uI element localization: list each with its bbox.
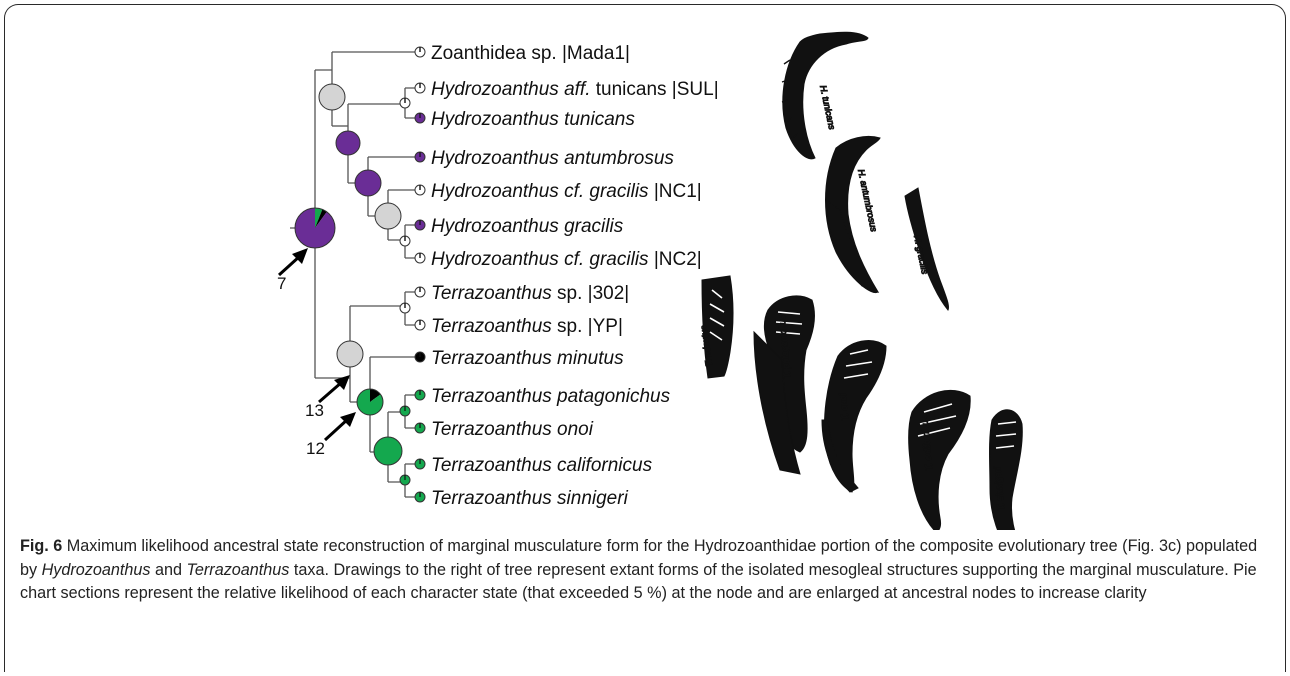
pie-slice	[405, 98, 410, 108]
pie-slice	[415, 47, 420, 57]
node-number-13: 13	[305, 401, 324, 420]
taxon-label-italic: Hydrozoanthus gracilis	[431, 216, 624, 237]
taxon-label-italic: Hydrozoanthus aff.	[431, 79, 590, 100]
taxon-label: Terrazoanthus sinnigeri	[431, 488, 629, 509]
taxon-label: Terrazoanthus patagonichus	[431, 386, 671, 407]
taxon-label-post: |NC1|	[649, 181, 702, 202]
drawing-t-onoi: T. onoi	[822, 341, 886, 492]
taxon-label: Hydrozoanthus gracilis	[431, 216, 624, 237]
taxon-label-post: sp. |Mada1|	[526, 43, 630, 64]
taxon-label: Hydrozoanthus cf. gracilis |NC1|	[431, 181, 702, 202]
drawing-t-californicus: T. californicus	[909, 390, 971, 530]
taxon-label: Terrazoanthus onoi	[431, 419, 594, 440]
pie-slice	[405, 236, 410, 246]
caption-text-2: and	[151, 561, 187, 579]
taxon-label-italic: Terrazoanthus	[431, 316, 552, 337]
taxon-label-italic: Terrazoanthus patagonichus	[431, 386, 671, 407]
pie-slice	[420, 83, 425, 93]
drawing-label-h-antumbrosus: H. antumbrosus	[856, 168, 879, 233]
pie-slice	[420, 185, 425, 195]
taxon-label-italic: Terrazoanthus	[431, 283, 552, 304]
taxon-label-post: sp. |302|	[552, 283, 629, 304]
taxon-label-italic: Terrazoanthus sinnigeri	[431, 488, 629, 509]
drawing-label-h-tunicans: H. tunicans	[818, 84, 837, 131]
pie-slice	[400, 236, 405, 246]
taxon-label-italic: Hydrozoanthus cf. gracilis	[431, 181, 649, 202]
pie-slice	[415, 287, 420, 297]
taxon-label: Hydrozoanthus aff. tunicans |SUL|	[431, 79, 719, 100]
taxon-label: Zoanthidea sp. |Mada1|	[431, 43, 630, 64]
node-number-12: 12	[306, 439, 325, 458]
taxon-labels: Zoanthidea sp. |Mada1| Hydrozoanthus aff.…	[431, 43, 719, 509]
drawing-t-sinnigeri: T. sinnigeri	[990, 410, 1024, 530]
taxon-label-italic: Hydrozoanthus antumbrosus	[431, 148, 674, 169]
drawing-t-patagonichus: T. patagonichus	[754, 296, 814, 474]
taxon-label-italic: Hydrozoanthus tunicans	[431, 109, 635, 130]
taxon-label-italic: Terrazoanthus californicus	[431, 455, 653, 476]
taxon-label: Hydrozoanthus cf. gracilis |NC2|	[431, 249, 702, 270]
pie-slice	[400, 303, 405, 313]
taxon-label: Terrazoanthus minutus	[431, 348, 624, 369]
pie-slice	[420, 253, 425, 263]
pie-slice	[415, 253, 420, 263]
figure-caption: Fig. 6 Maximum likelihood ancestral stat…	[20, 535, 1270, 606]
taxon-label-post: sp. |YP|	[552, 316, 623, 337]
pie-slice	[415, 83, 420, 93]
taxon-label-pre: Zoanthidea	[431, 43, 527, 64]
taxon-label-italic: Terrazoanthus minutus	[431, 348, 624, 369]
taxon-label: Hydrozoanthus antumbrosus	[431, 148, 674, 169]
caption-genus-1: Hydrozoanthus	[42, 561, 151, 579]
pie-slice	[415, 320, 420, 330]
taxon-label-italic: Hydrozoanthus cf. gracilis	[431, 249, 649, 270]
pie-slice	[400, 98, 405, 108]
caption-genus-2: Terrazoanthus	[187, 561, 290, 579]
pie-slice	[415, 185, 420, 195]
pie-slice	[420, 47, 425, 57]
mesoglea-drawings: H. tunicans H. antumbrosus H. gracilis T…	[698, 32, 1023, 530]
drawing-h-antumbrosus: H. antumbrosus	[826, 136, 881, 292]
pie-slice	[420, 320, 425, 330]
caption-label: Fig. 6	[20, 537, 62, 555]
taxon-label: Terrazoanthus californicus	[431, 455, 653, 476]
pie-slice	[420, 287, 425, 297]
tree-branches	[290, 52, 420, 497]
taxon-label-italic: Terrazoanthus onoi	[431, 419, 594, 440]
taxon-label: Terrazoanthus sp. |302|	[431, 283, 629, 304]
taxon-label: Hydrozoanthus tunicans	[431, 109, 635, 130]
node-number-7: 7	[277, 274, 286, 293]
pie-slice	[405, 303, 410, 313]
phylogeny-figure: Zoanthidea sp. |Mada1| Hydrozoanthus aff.…	[0, 0, 1290, 530]
taxon-label-post: tunicans |SUL|	[590, 79, 718, 100]
taxon-label: Terrazoanthus sp. |YP|	[431, 316, 623, 337]
drawing-h-gracilis: H. gracilis	[905, 188, 949, 310]
drawing-t-minutus: T. minutus	[698, 276, 733, 378]
taxon-label-post: |NC2|	[649, 249, 702, 270]
